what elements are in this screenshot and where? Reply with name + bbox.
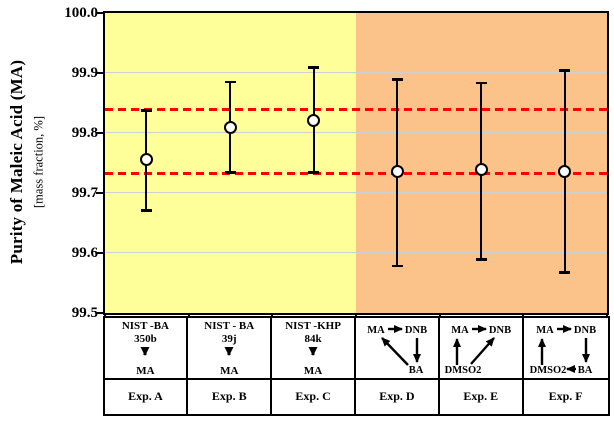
scheme-cell: MA DNB DMSO2 BA [523, 318, 608, 380]
reaction-scheme-diagram: MA DNB DMSO2 BA [529, 324, 596, 376]
gridline [104, 192, 607, 193]
scheme-product-label: MA [136, 364, 155, 377]
y-tick-mark [96, 252, 103, 254]
scheme-node-label: BA [409, 365, 424, 376]
scheme-node-label: DMSO2 [444, 365, 481, 376]
experiment-label: Exp. F [548, 389, 583, 403]
data-point [558, 165, 572, 178]
reaction-scheme-diagram: MA DNB DMSO2 [444, 324, 511, 376]
data-point [139, 153, 153, 166]
experiment-label: Exp. A [105, 379, 189, 414]
y-tick-mark [96, 312, 103, 314]
data-point [223, 121, 237, 135]
down-arrow-icon [140, 346, 151, 356]
experiment-label: Exp. E [440, 379, 524, 414]
scheme-source-line2: 39j [221, 332, 237, 345]
scheme-node-label: BA [577, 365, 592, 376]
gridline [104, 252, 607, 253]
error-bar-cap-bottom [475, 258, 487, 261]
error-bar-cap-top [559, 69, 571, 72]
experiment-label: Exp. B [188, 379, 273, 414]
y-tick-mark [96, 72, 103, 74]
scheme-source-line1: NIST - BA [204, 319, 255, 332]
scheme-node-label: DNB [573, 325, 595, 336]
scheme-node-label: DMSO2 [529, 365, 566, 376]
error-bar-cap-bottom [224, 171, 236, 174]
scheme-node-label: DNB [489, 325, 511, 336]
experiment-label: Exp. C [272, 379, 356, 414]
y-tick-label: 99.7 [71, 185, 98, 201]
y-tick-mark [96, 132, 103, 134]
error-bar-cap-bottom [391, 264, 403, 268]
error-bar-cap-bottom [559, 271, 571, 274]
reaction-arrow [381, 336, 409, 366]
y-tick-label: 100.0 [64, 5, 98, 21]
y-tick-mark [96, 12, 103, 14]
y-axis-title: Purity of Maleic Acid (MA) [7, 59, 26, 265]
scheme-cell: MA DNB DMSO2 [439, 317, 524, 380]
scheme-source-line1: NIST -BA [121, 319, 169, 332]
error-bar-cap-top [224, 80, 236, 83]
scheme-product-label: MA [303, 364, 323, 377]
scheme-node-label: MA [367, 325, 385, 336]
gridline [104, 72, 607, 73]
error-bar-cap-top [391, 78, 403, 81]
y-tick-label: 99.8 [71, 125, 98, 141]
scheme-node-label: MA [536, 325, 554, 336]
scheme-source-line2: 84k [304, 332, 322, 345]
scheme-cell: MA DNB BA [356, 317, 440, 380]
scheme-node-label: DNB [405, 325, 427, 336]
scheme-product-label: MA [220, 364, 239, 377]
down-arrow-icon [308, 346, 319, 356]
y-tick-label: 99.5 [71, 305, 98, 321]
error-bar-cap-bottom [140, 209, 152, 212]
reaction-arrow [469, 336, 495, 365]
y-tick-label: 99.9 [71, 65, 98, 81]
reference-line [104, 108, 607, 112]
error-bar-cap-top [308, 66, 320, 69]
data-point [307, 114, 321, 127]
error-bar-cap-top [475, 81, 487, 85]
plot-area [102, 10, 609, 315]
scheme-node-label: MA [451, 325, 469, 336]
scheme-source-line1: NIST -KHP [285, 319, 341, 332]
down-arrow-icon [224, 346, 235, 356]
data-point [474, 163, 488, 177]
experiment-label: Exp. D [356, 379, 440, 414]
y-tick-label: 99.6 [71, 245, 98, 261]
error-bar-cap-bottom [308, 171, 320, 174]
scheme-source-line2: 350b [134, 332, 157, 345]
reference-line [104, 172, 607, 176]
reaction-scheme-diagram: MA DNB BA [367, 324, 427, 376]
gridline [104, 132, 607, 133]
error-bar-cap-top [140, 109, 152, 112]
data-point [390, 165, 404, 178]
y-tick-mark [96, 192, 103, 194]
